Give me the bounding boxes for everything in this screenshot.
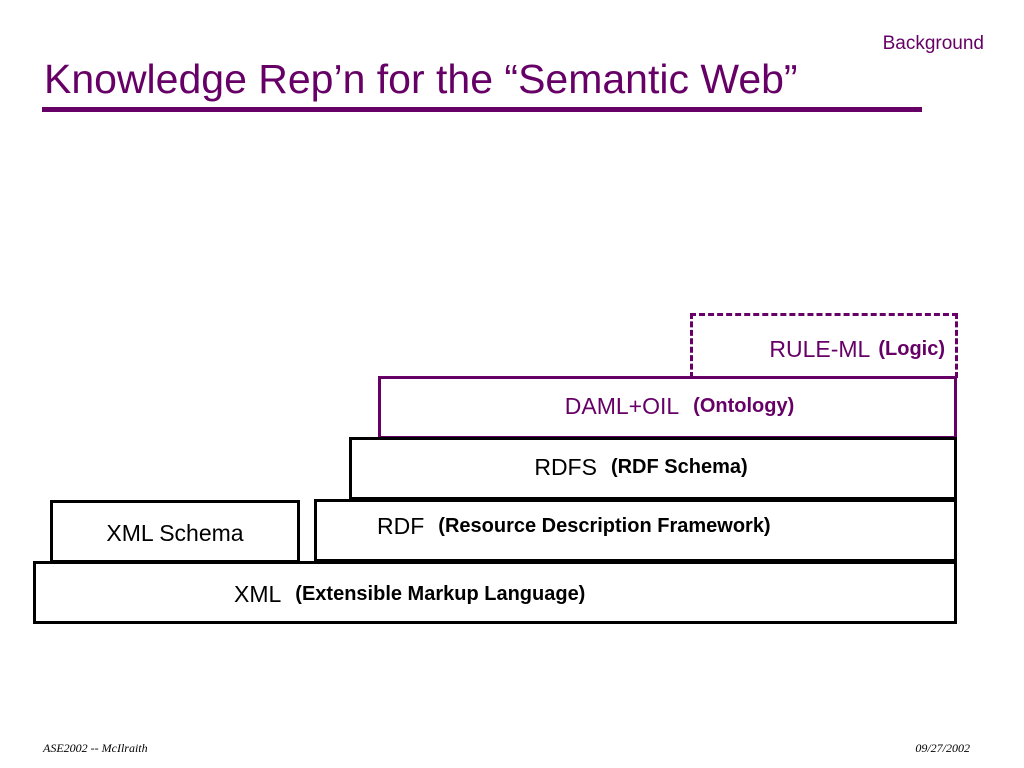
layer-daml-oil-desc: (Ontology) — [693, 395, 795, 417]
layer-xml: XML (Extensible Markup Language) — [33, 561, 957, 624]
layer-xml-schema: XML Schema — [50, 500, 300, 563]
layer-rdfs-desc: (RDF Schema) — [610, 456, 748, 478]
layer-rdfs-name: RDFS — [534, 454, 597, 480]
layer-rule-ml: RULE-ML (Logic) — [690, 313, 958, 378]
section-tag: Background — [882, 33, 984, 54]
layer-xml-name: XML — [234, 581, 282, 607]
slide-title: Knowledge Rep’n for the “Semantic Web” — [44, 56, 798, 102]
layer-xml-schema-name: XML Schema — [106, 520, 244, 546]
layer-rdf: RDF (Resource Description Framework) — [314, 499, 957, 562]
layer-xml-desc: (Extensible Markup Language) — [295, 583, 586, 605]
layer-rdf-name: RDF — [377, 513, 425, 539]
title-underline — [42, 107, 922, 112]
layer-rdf-desc: (Resource Description Framework) — [438, 515, 771, 537]
layer-daml-oil-name: DAML+OIL — [564, 393, 680, 419]
layer-daml-oil: DAML+OIL (Ontology) — [378, 376, 957, 439]
footer-author: ASE2002 -- McIlraith — [43, 741, 148, 755]
layer-rule-ml-desc: (Logic) — [878, 337, 945, 360]
layer-rule-ml-name: RULE-ML — [769, 335, 871, 362]
footer-date: 09/27/2002 — [915, 741, 970, 755]
layer-rdfs: RDFS (RDF Schema) — [349, 437, 957, 500]
